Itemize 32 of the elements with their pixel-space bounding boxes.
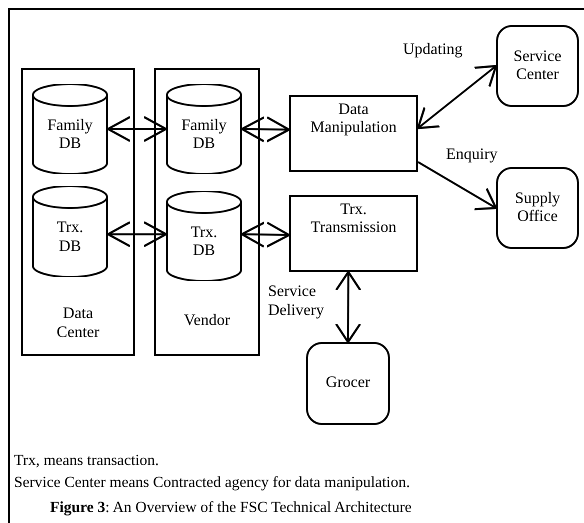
note-text: Service Center means Contracted agency for data manipulation.	[14, 474, 410, 492]
database-cylinder	[166, 84, 242, 174]
arrow	[418, 161, 498, 210]
group-label: Data Center	[56, 305, 100, 342]
node-label: Trx. Transmission	[310, 201, 398, 238]
node-label: Trx. DB	[190, 224, 218, 260]
group-box	[154, 68, 260, 356]
database-cylinder	[32, 84, 108, 174]
process-box	[289, 195, 418, 272]
group-label: Vendor	[182, 312, 232, 330]
node-label: Trx. DB	[56, 219, 84, 256]
node-label: Data Manipulation	[309, 101, 398, 138]
figure-caption: Figure 3: An Overview of the FSC Technical Architecture	[50, 499, 412, 517]
database-cylinder	[32, 186, 108, 277]
double-arrow	[240, 116, 290, 142]
double-arrow	[240, 222, 290, 248]
rounded-box	[496, 167, 579, 249]
node-label: Service Center	[512, 48, 562, 84]
double-arrow	[106, 221, 168, 248]
double-arrow	[106, 116, 168, 142]
double-arrow	[335, 270, 362, 344]
node-label: Grocer	[324, 374, 372, 393]
group-box	[21, 68, 135, 356]
node-label: Family DB	[46, 116, 94, 154]
node-label: Supply Office	[514, 190, 562, 226]
note-text: Trx, means transaction.	[14, 452, 159, 470]
rounded-box	[306, 342, 390, 425]
process-box	[289, 95, 418, 172]
database-cylinder	[166, 191, 242, 281]
double-arrow	[416, 64, 498, 130]
node-label: Family DB	[180, 116, 228, 154]
rounded-box	[496, 25, 579, 107]
